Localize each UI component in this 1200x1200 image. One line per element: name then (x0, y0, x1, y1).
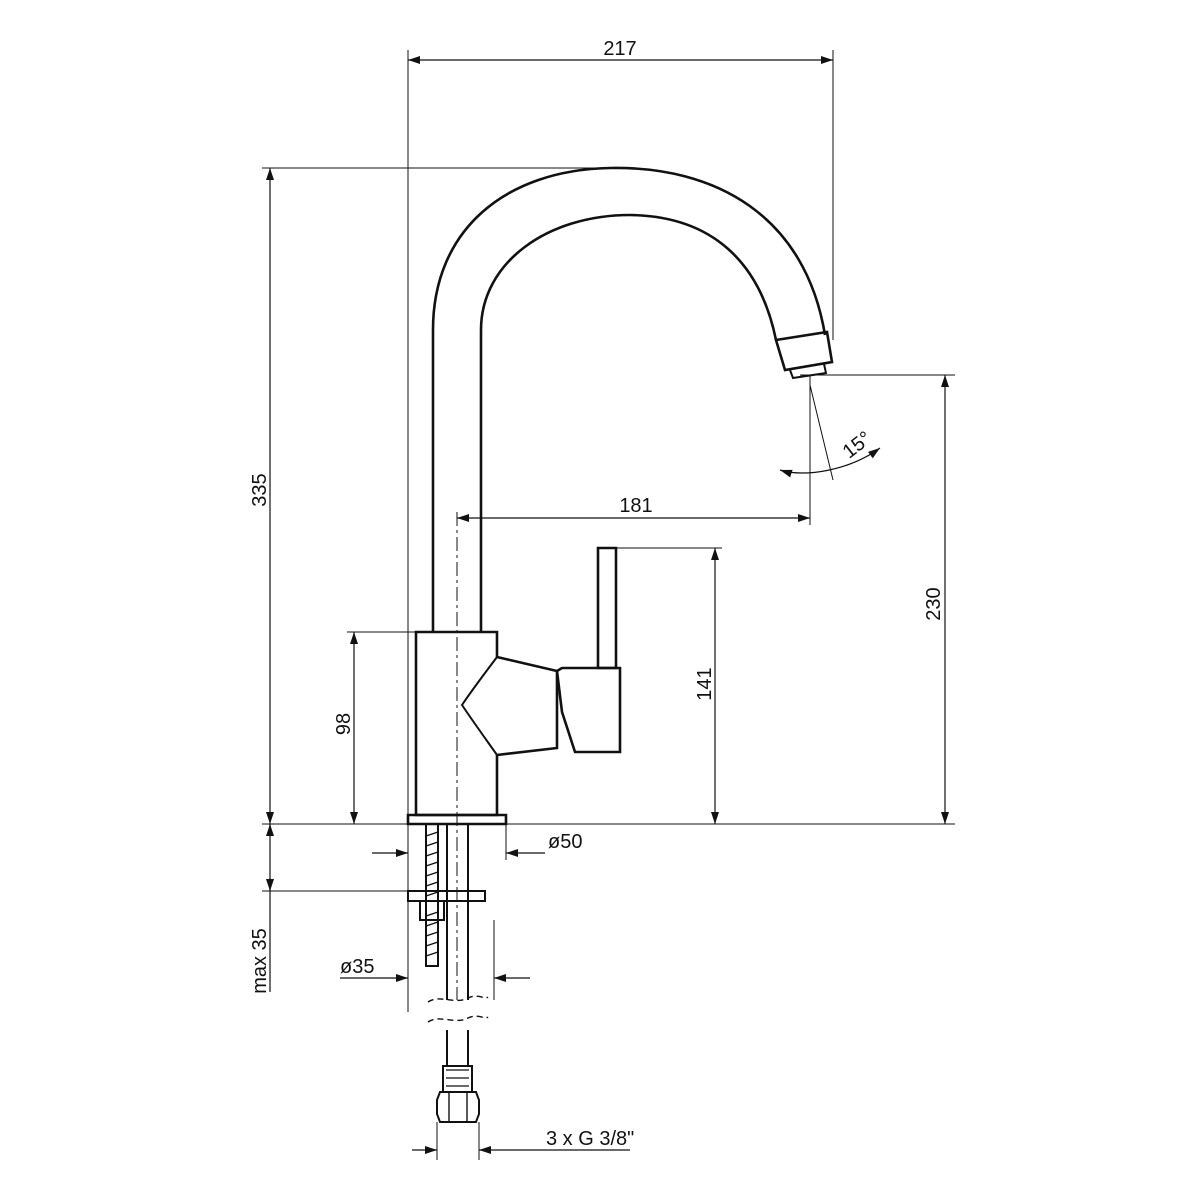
lever-handle (596, 546, 618, 670)
thread-marks (425, 831, 439, 957)
threaded-rod (425, 824, 439, 967)
label-connection-thread: 3 x G 3/8" (546, 1128, 634, 1150)
mounting-assembly (407, 824, 489, 1123)
mounting-nut (419, 900, 445, 921)
label-base-diameter: ø50 (548, 831, 582, 853)
label-mount-hole-diameter: ø35 (340, 956, 374, 978)
dim-arc-spray-angle (779, 447, 881, 478)
break-line-top (427, 995, 489, 1003)
cartridge-front (460, 656, 498, 756)
spray-angle-ray (809, 384, 834, 481)
hose-hex-nut (436, 1091, 480, 1123)
aerator (774, 330, 834, 372)
label-lever-height: 141 (694, 667, 716, 700)
label-total-height: 335 (249, 473, 271, 506)
spout-outer-edge (431, 166, 827, 632)
label-max-countertop: max 35 (249, 928, 271, 994)
label-spout-height: 230 (923, 587, 945, 620)
break-line-bottom (427, 1015, 489, 1023)
dimension-lines (266, 56, 949, 1154)
label-body-height: 98 (333, 713, 355, 735)
label-spray-angle: 15° (839, 427, 876, 463)
lever-base (555, 666, 622, 754)
faucet-body (414, 630, 559, 817)
spout-inner-edge (479, 213, 778, 632)
label-total-width: 217 (603, 38, 636, 60)
label-spout-reach: 181 (619, 495, 652, 517)
